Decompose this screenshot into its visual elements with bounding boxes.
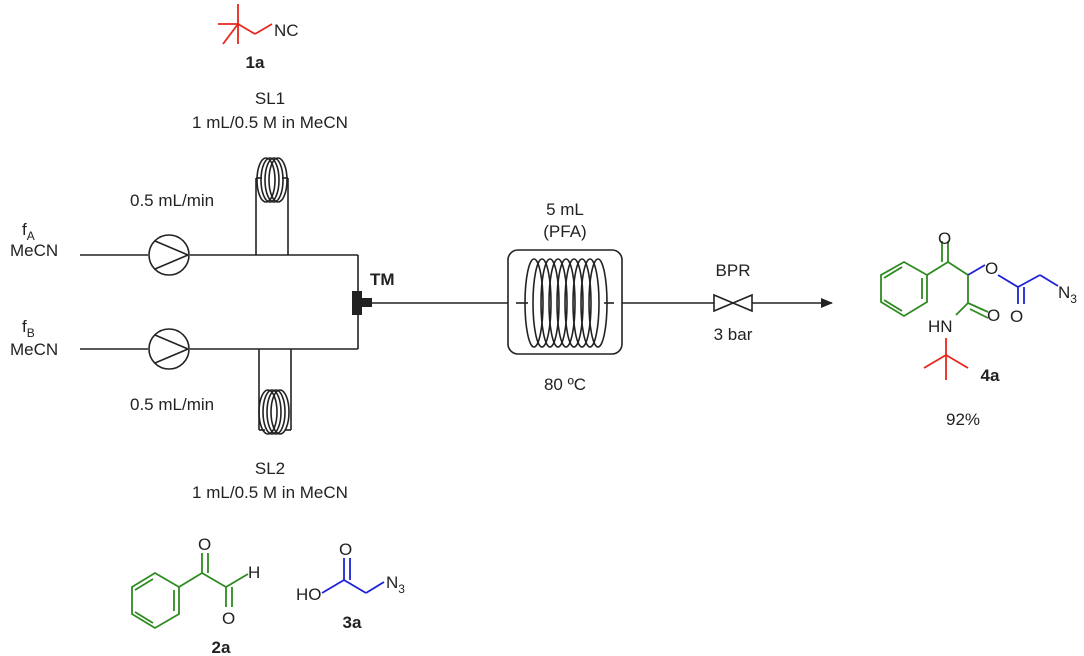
product-azide-nitrogen: N (1058, 283, 1070, 302)
svg-text:N3: N3 (1058, 283, 1077, 306)
t-mixer-icon (352, 291, 372, 315)
glyoxal-aldehyde-oxygen: O (222, 609, 235, 628)
isocyanide-group: NC (274, 21, 299, 40)
sample-loop-1-name: SL1 (255, 89, 285, 108)
bpr-pressure: 3 bar (714, 325, 753, 344)
reagent-3a: O HO N3 3a (296, 540, 405, 632)
compound-label-2a: 2a (212, 638, 231, 656)
product-yield: 92% (946, 410, 980, 429)
acid-carbonyl-oxygen: O (339, 540, 352, 559)
coil-reactor-icon (507, 249, 623, 355)
product-ketone-oxygen: O (938, 229, 951, 248)
acid-azide-nitrogen: N (386, 573, 398, 592)
stream-a-label: fA MeCN (10, 220, 58, 260)
sample-loop-1-detail: 1 mL/0.5 M in MeCN (192, 113, 348, 132)
acid-azide-subscript: 3 (398, 582, 405, 596)
stream-b-subscript: B (27, 326, 35, 340)
compound-label-3a: 3a (343, 613, 362, 632)
glyoxal-hydrogen: H (248, 563, 260, 582)
sample-loop-2-name: SL2 (255, 459, 285, 478)
stream-b-flow-rate: 0.5 mL/min (130, 395, 214, 414)
compound-label-1a: 1a (246, 53, 265, 72)
back-pressure-regulator-icon (713, 293, 753, 313)
sample-loop-2-detail: 1 mL/0.5 M in MeCN (192, 483, 348, 502)
t-mixer-label: TM (370, 270, 395, 289)
product-ester-oxygen: O (985, 259, 998, 278)
stream-b-f: f (22, 317, 27, 336)
product-amide-oxygen: O (987, 306, 1000, 325)
stream-a-solvent: MeCN (10, 241, 58, 260)
svg-text:fA: fA (22, 220, 35, 243)
product-azide-subscript: 3 (1070, 292, 1077, 306)
stream-b-solvent: MeCN (10, 340, 58, 359)
tert-butyl-isocyanide-structure (218, 4, 273, 45)
svg-text:N3: N3 (386, 573, 405, 596)
product-4a-structure: O O O N3 O HN (880, 229, 1077, 380)
product-amide-nitrogen: HN (928, 317, 953, 336)
svg-text:fB: fB (22, 317, 35, 340)
product-carbonyl-oxygen: O (1010, 307, 1023, 326)
reactor-temperature: 80 ºC (544, 375, 586, 394)
stream-b-label: fB MeCN (10, 317, 58, 359)
reactor-material: (PFA) (543, 222, 586, 241)
reagent-1a: NC 1a (218, 4, 299, 72)
glyoxal-ketone-oxygen: O (198, 535, 211, 554)
acid-hydroxyl: HO (296, 585, 322, 604)
compound-label-4a: 4a (981, 366, 1000, 385)
pump-b-icon (148, 328, 190, 370)
stream-a-flow-rate: 0.5 mL/min (130, 191, 214, 210)
stream-a-subscript: A (27, 229, 35, 243)
stream-a-f: f (22, 220, 27, 239)
sample-loop-1-coil-icon (255, 157, 289, 255)
pump-a-icon (148, 234, 190, 276)
sample-loop-2-coil-icon (258, 349, 292, 435)
reactor-volume: 5 mL (546, 200, 584, 219)
bpr-label: BPR (716, 261, 751, 280)
reagent-2a: O O H 2a (131, 535, 260, 656)
